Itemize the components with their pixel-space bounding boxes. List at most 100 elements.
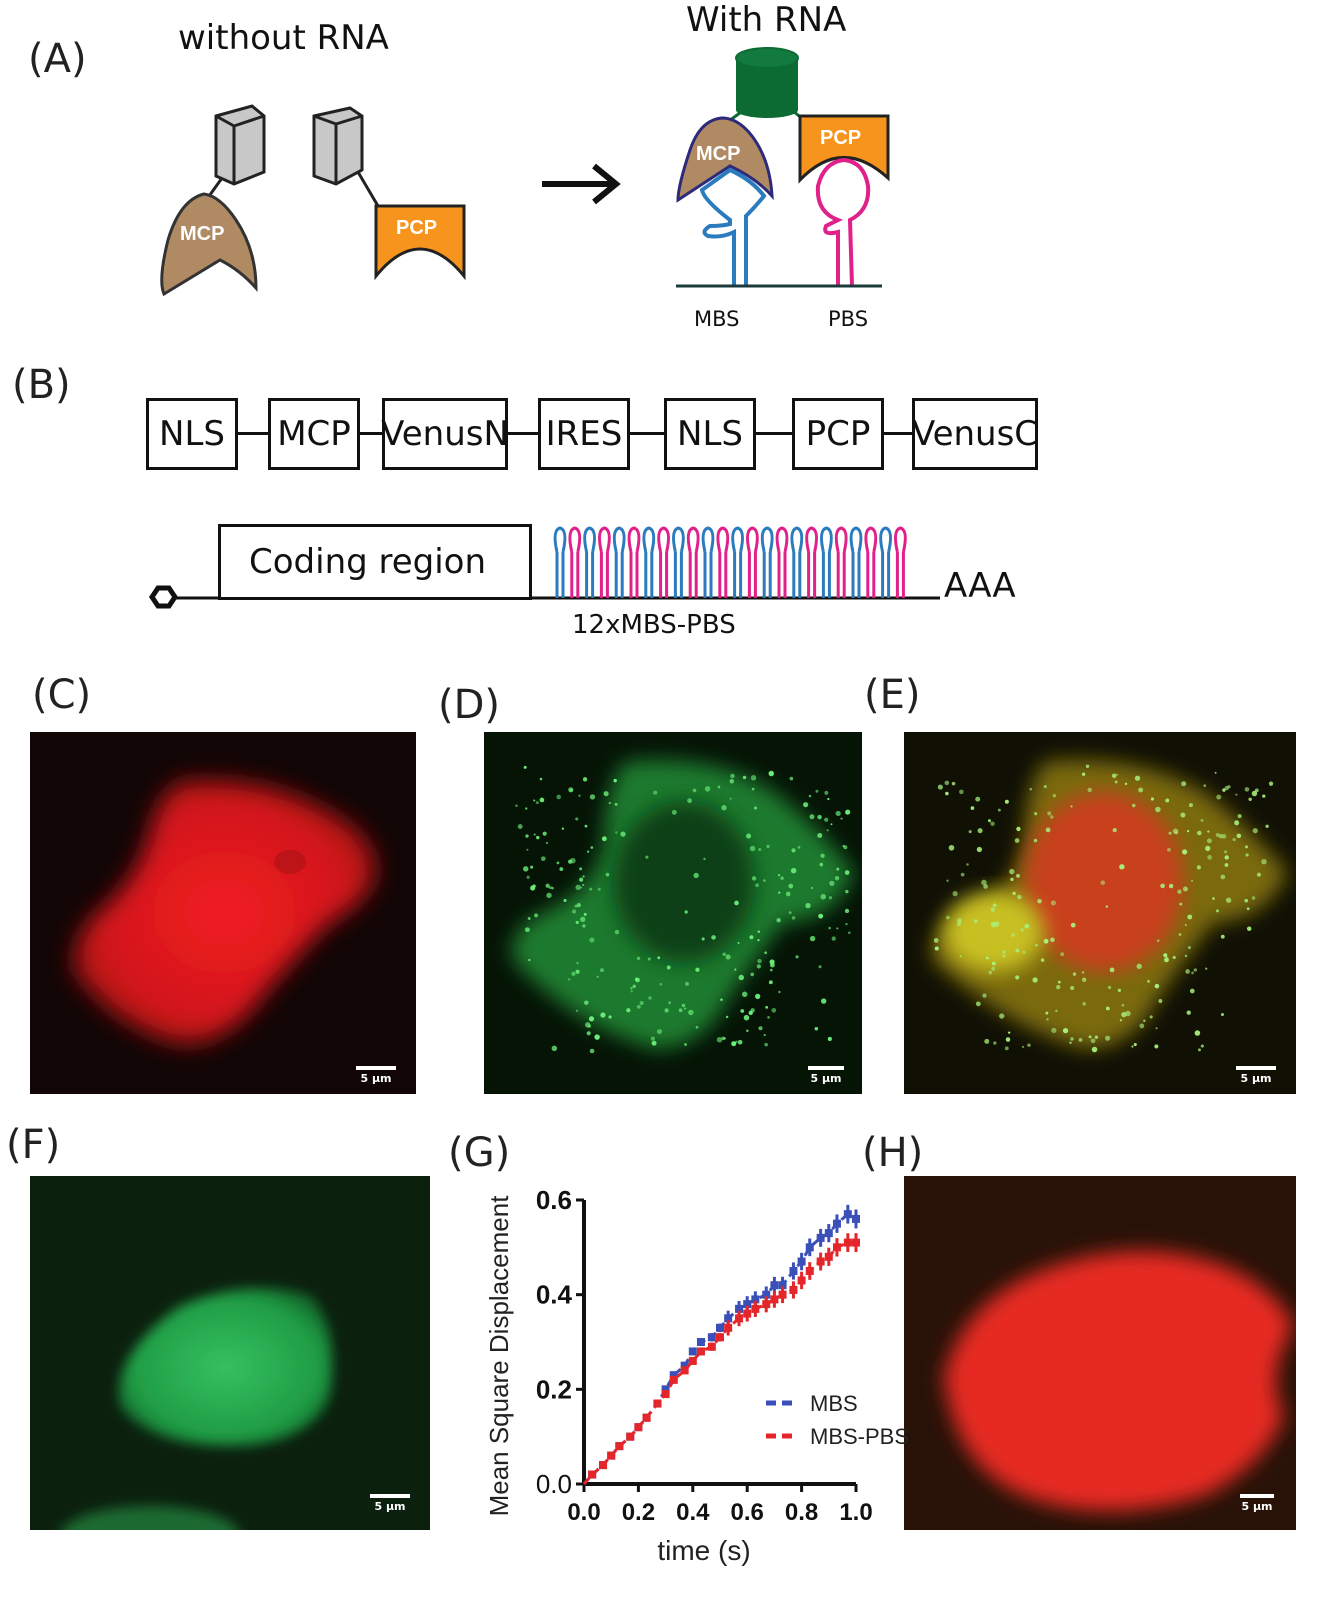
punctum-dot bbox=[1205, 967, 1208, 970]
punctum-dot bbox=[831, 936, 836, 941]
punctum-dot bbox=[1111, 773, 1117, 779]
punctum-dot bbox=[533, 833, 536, 836]
punctum-dot bbox=[824, 817, 829, 822]
punctum-dot bbox=[685, 981, 689, 986]
punctum-dot bbox=[615, 831, 618, 834]
construct-link bbox=[884, 432, 912, 435]
punctum-dot bbox=[608, 801, 611, 805]
data-point-mbs-pbs bbox=[716, 1333, 724, 1342]
punctum-dot bbox=[539, 777, 543, 781]
pbs-label: PBS bbox=[828, 307, 868, 331]
punctum-dot bbox=[688, 1009, 694, 1016]
punctum-dot bbox=[778, 990, 781, 994]
punctum-dot bbox=[1185, 969, 1190, 974]
punctum-dot bbox=[1125, 1010, 1131, 1017]
y-tick-label: 0.6 bbox=[536, 1185, 572, 1215]
data-point-mbs-pbs bbox=[707, 1342, 716, 1351]
punctum-dot bbox=[1181, 781, 1187, 787]
micrograph-f: 5 µm bbox=[30, 1176, 430, 1530]
panel-label-a: (A) bbox=[28, 36, 87, 82]
punctum-dot bbox=[983, 884, 988, 889]
punctum-dot bbox=[1070, 922, 1076, 928]
punctum-dot bbox=[666, 965, 671, 970]
punctum-dot bbox=[1070, 985, 1075, 991]
punctum-dot bbox=[582, 777, 588, 782]
punctum-dot bbox=[731, 1041, 737, 1047]
data-point-mbs-pbs bbox=[735, 1314, 744, 1323]
punctum-dot bbox=[576, 961, 579, 965]
punctum-dot bbox=[693, 872, 699, 879]
x-axis-label: time (s) bbox=[657, 1535, 750, 1566]
punctum-dot bbox=[990, 821, 995, 826]
punctum-dot bbox=[545, 841, 549, 845]
punctum-dot bbox=[738, 974, 745, 981]
punctum-dot bbox=[1156, 939, 1160, 943]
punctum-dot bbox=[991, 966, 996, 971]
construct-box-ires: IRES bbox=[538, 398, 630, 470]
punctum-dot bbox=[976, 846, 982, 853]
data-point-mbs-pbs bbox=[599, 1461, 608, 1470]
pbs-stem-loop bbox=[893, 526, 907, 598]
punctum-dot bbox=[778, 891, 781, 894]
punctum-dot bbox=[982, 993, 987, 998]
punctum-dot bbox=[1017, 894, 1022, 900]
punctum-dot bbox=[1121, 1003, 1125, 1007]
punctum-dot bbox=[630, 990, 633, 993]
micrograph-d: 5 µm bbox=[484, 732, 862, 1094]
punctum-dot bbox=[1149, 1015, 1153, 1019]
punctum-dot bbox=[568, 978, 571, 981]
punctum-dot bbox=[650, 1036, 655, 1041]
punctum-dot bbox=[820, 853, 825, 858]
punctum-dot bbox=[1256, 872, 1262, 877]
punctum-dot bbox=[1254, 788, 1259, 793]
punctum-dot bbox=[1016, 873, 1020, 878]
data-point-mbs-pbs bbox=[770, 1295, 779, 1304]
punctum-dot bbox=[556, 794, 562, 800]
punctum-dot bbox=[977, 828, 983, 834]
punctum-dot bbox=[1043, 938, 1049, 944]
punctum-dot bbox=[1034, 812, 1038, 816]
punctum-dot bbox=[741, 991, 748, 998]
punctum-dot bbox=[805, 902, 811, 909]
punctum-dot bbox=[1139, 1023, 1145, 1029]
punctum-dot bbox=[842, 844, 845, 848]
punctum-dot bbox=[1168, 831, 1172, 835]
punctum-dot bbox=[597, 887, 601, 891]
mcp-shape-left bbox=[160, 192, 258, 297]
pbs-stem-loop bbox=[815, 157, 871, 287]
punctum-dot bbox=[1056, 984, 1061, 990]
y-tick-label: 0.0 bbox=[536, 1469, 572, 1499]
data-point-mbs bbox=[716, 1323, 724, 1332]
punctum-dot bbox=[1224, 850, 1228, 854]
punctum-dot bbox=[575, 1009, 579, 1012]
punctum-dot bbox=[746, 833, 752, 839]
punctum-dot bbox=[749, 935, 754, 940]
punctum-dot bbox=[603, 791, 609, 797]
punctum-dot bbox=[684, 1007, 687, 1010]
punctum-dot bbox=[1155, 1027, 1158, 1030]
punctum-dot bbox=[575, 920, 579, 924]
punctum-dot bbox=[844, 908, 850, 914]
punctum-dot bbox=[1050, 900, 1056, 906]
punctum-dot bbox=[840, 817, 843, 820]
punctum-dot bbox=[819, 862, 824, 867]
punctum-dot bbox=[527, 916, 531, 920]
punctum-dot bbox=[795, 955, 799, 959]
without-rna-label: without RNA bbox=[178, 18, 389, 58]
pcp-shape-left bbox=[374, 204, 466, 281]
punctum-dot bbox=[1182, 849, 1188, 855]
punctum-dot bbox=[1004, 799, 1009, 804]
poly-a-label: AAA bbox=[944, 566, 1016, 606]
punctum-dot bbox=[764, 951, 768, 955]
panel-label-f: (F) bbox=[6, 1122, 61, 1168]
data-point-mbs-pbs bbox=[615, 1442, 624, 1451]
punctum-dot bbox=[711, 935, 716, 940]
data-point-mbs bbox=[778, 1281, 787, 1290]
punctum-dot bbox=[1205, 845, 1211, 851]
punctum-dot bbox=[957, 918, 962, 924]
punctum-dot bbox=[1197, 830, 1202, 836]
punctum-dot bbox=[1009, 868, 1015, 875]
punctum-dot bbox=[1015, 975, 1020, 980]
punctum-dot bbox=[1021, 1045, 1025, 1049]
mbs-stem-loop bbox=[879, 526, 893, 598]
